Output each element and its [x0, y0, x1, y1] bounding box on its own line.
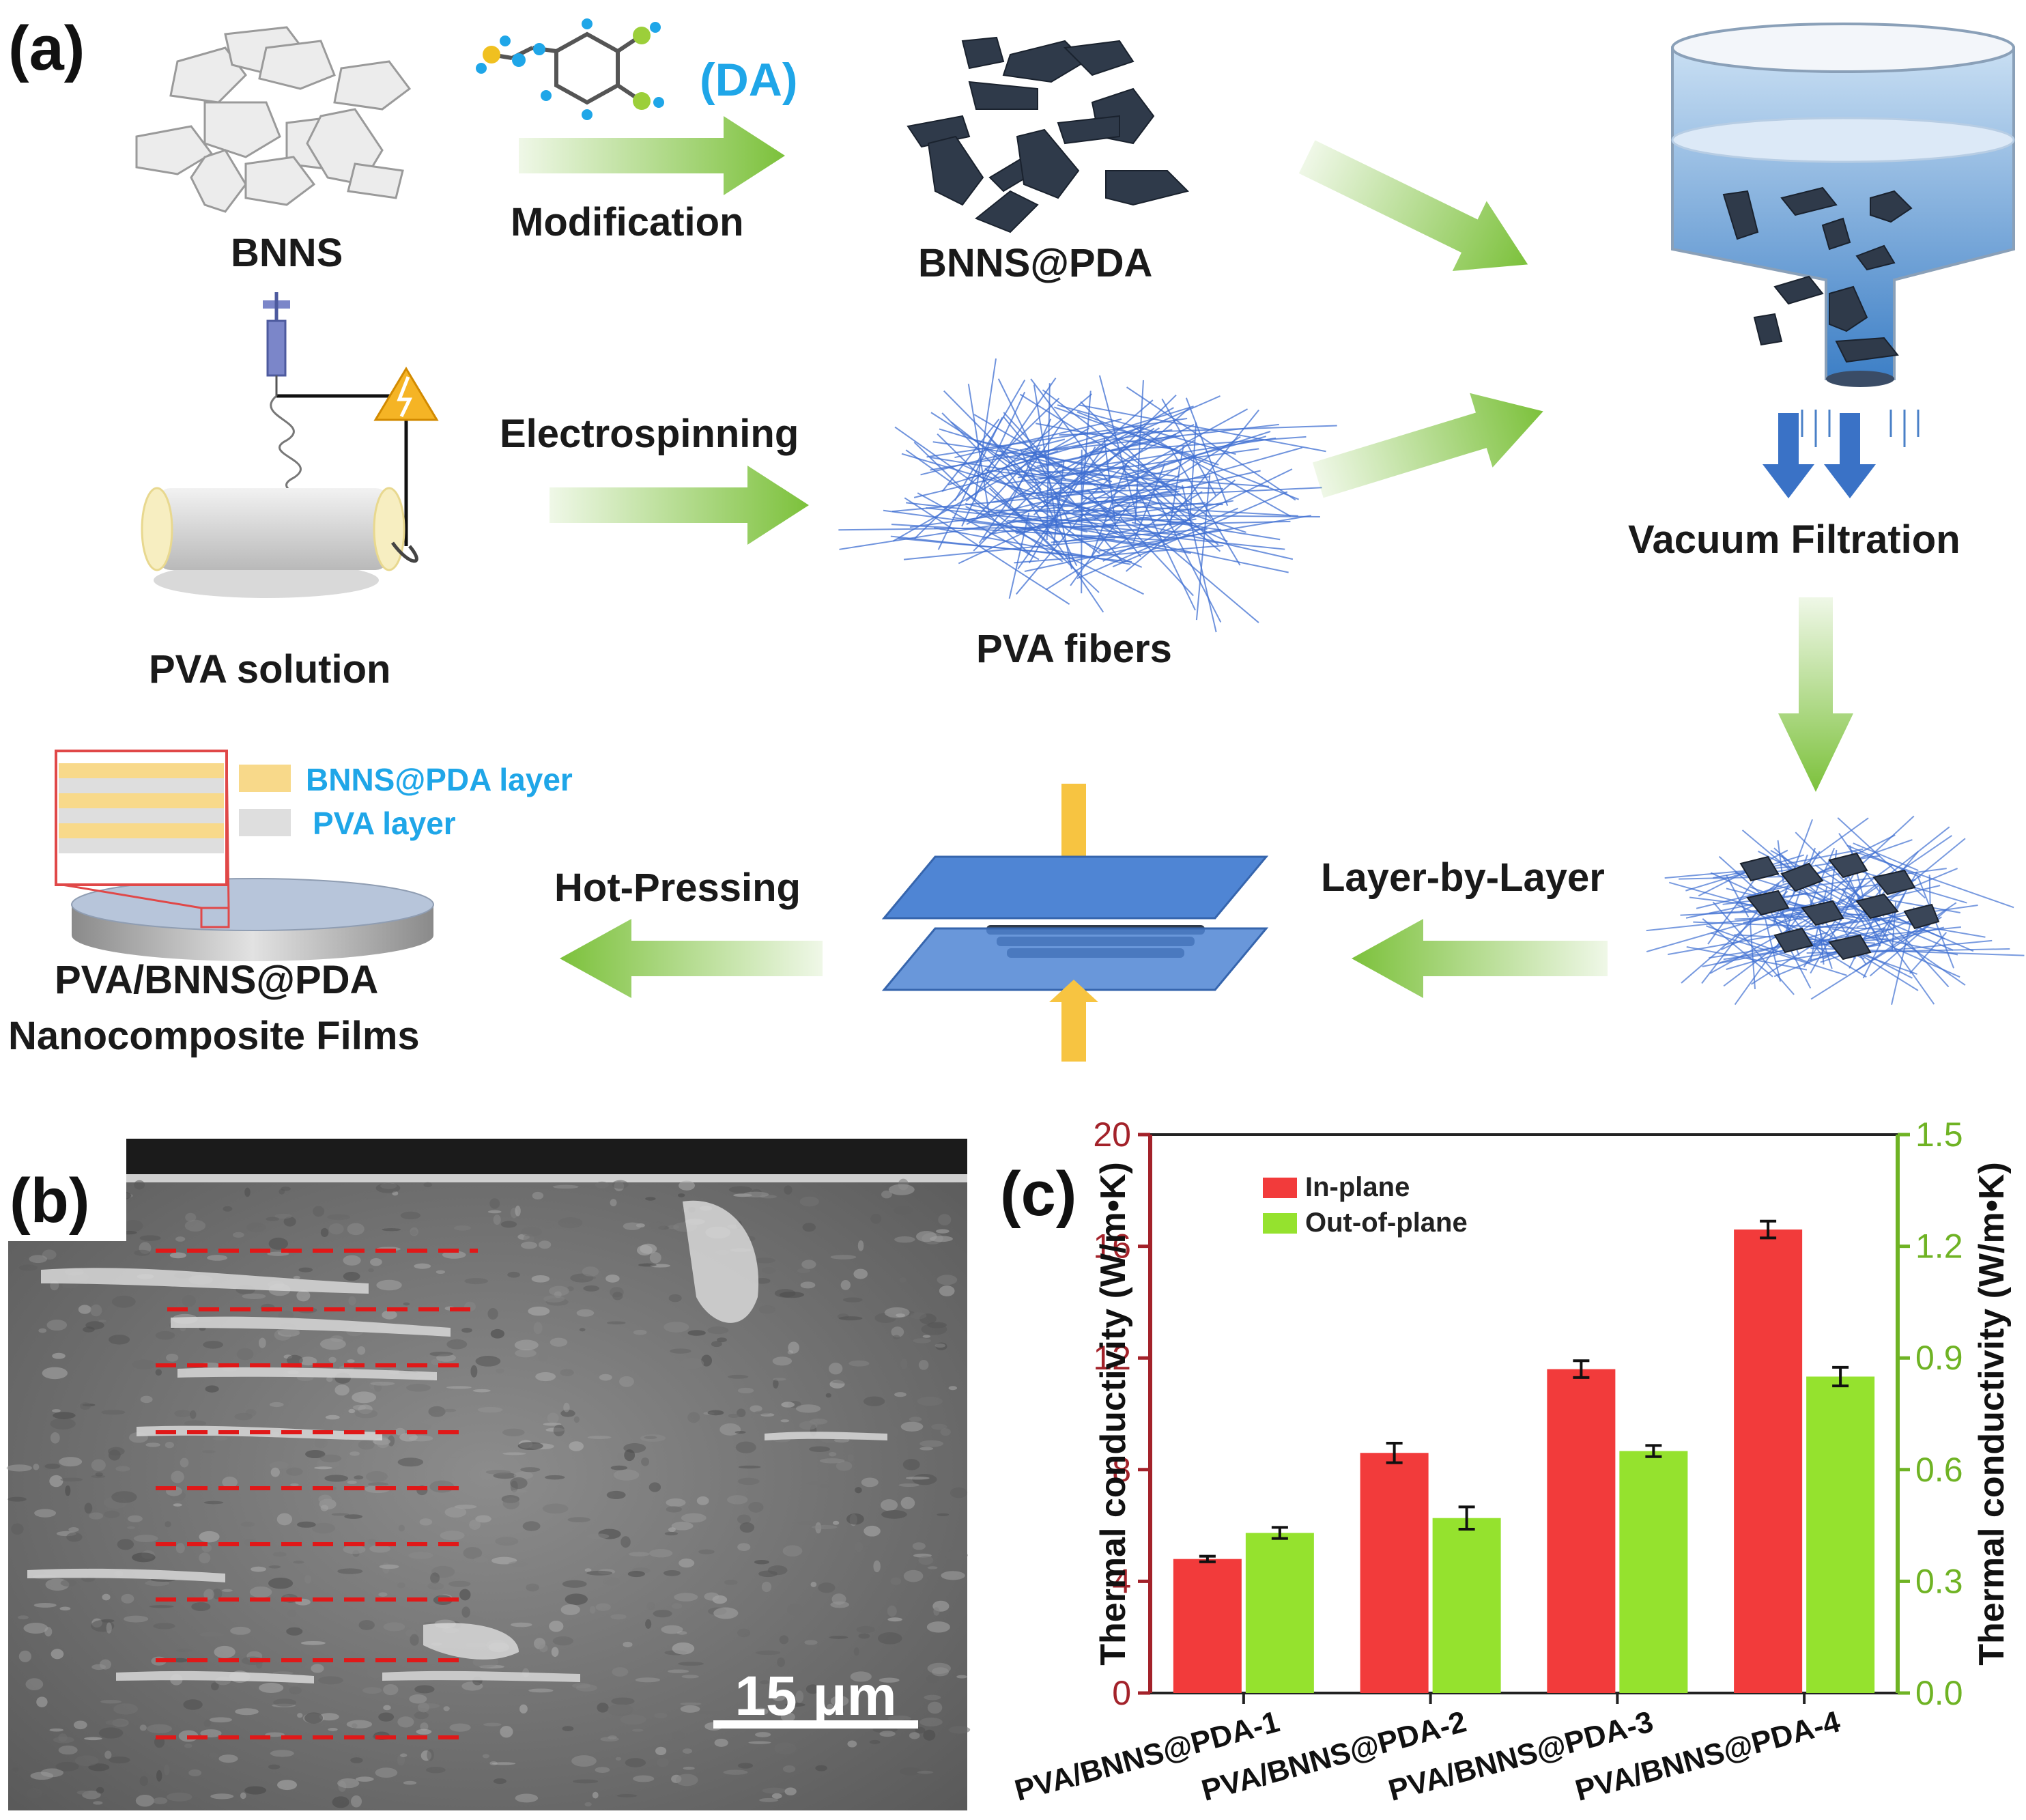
left-axis-tick-label: 12: [1093, 1339, 1131, 1377]
left-axis-tick-label: 4: [1112, 1562, 1131, 1600]
sem-scale-bar: [713, 1720, 918, 1729]
hot-pressing-arrow: [560, 919, 823, 998]
bar-out-of-plane: [1245, 1533, 1314, 1693]
right-axis-tick-label: 0.6: [1915, 1451, 1963, 1489]
fibers-to-filtration-arrow: [1312, 393, 1543, 498]
error-bar: [1645, 1444, 1662, 1458]
bar-out-of-plane: [1619, 1451, 1688, 1693]
sem-scale-bar-label: 15 μm: [734, 1665, 896, 1727]
bar-out-of-plane: [1806, 1376, 1875, 1693]
bnns-label: BNNS: [231, 231, 343, 275]
left-axis-tick-label: 8: [1112, 1451, 1131, 1489]
pva-solution-label: PVA solution: [149, 647, 390, 692]
da-label: (DA): [700, 54, 798, 106]
vacuum-filtration-funnel-illustration: [1671, 23, 2015, 498]
bnns-sheets-illustration: [135, 26, 412, 213]
error-bar: [1386, 1441, 1403, 1464]
legend-pva-layer-label: PVA layer: [313, 806, 456, 841]
legend-bnns-layer-label: BNNS@PDA layer: [306, 762, 573, 797]
pva-fibers-illustration: [838, 358, 1337, 633]
sem-layer-guide-lines: [156, 1249, 478, 1739]
legend-pva-layer-swatch: [239, 809, 291, 836]
left-axis-title: Thermal conductivity (W/m•K): [1094, 1162, 1133, 1666]
sem-image: [6, 1139, 971, 1810]
legend-swatch: [1263, 1213, 1297, 1234]
modification-label: Modification: [511, 200, 744, 244]
legend-swatch: [1263, 1178, 1297, 1198]
film-title-line2: Nanocomposite Films: [8, 1014, 420, 1058]
bar-in-plane: [1173, 1559, 1242, 1693]
pva-fibers-label: PVA fibers: [976, 627, 1172, 671]
panel-label-b: (b): [10, 1166, 89, 1236]
filtration-to-layer-arrow: [1778, 597, 1853, 792]
error-bar: [1199, 1554, 1216, 1563]
hot-press-illustration: [881, 784, 1269, 1062]
layer-stack-flakes: [1739, 852, 1940, 961]
film-title-line1: PVA/BNNS@PDA: [55, 958, 378, 1002]
nanocomposite-film-illustration: [55, 750, 434, 961]
layer-by-layer-label: Layer-by-Layer: [1321, 855, 1605, 900]
dopamine-atoms: [476, 18, 664, 120]
bar-out-of-plane: [1432, 1518, 1501, 1693]
error-bar: [1573, 1359, 1590, 1379]
right-axis-tick-label: 0.3: [1915, 1562, 1963, 1600]
electrospinning-label: Electrospinning: [500, 412, 799, 456]
dopamine-molecule-icon: [491, 31, 640, 105]
error-bar: [1271, 1526, 1288, 1540]
layer-by-layer-arrow: [1352, 919, 1608, 998]
bar-in-plane: [1734, 1229, 1803, 1693]
vacuum-filtration-label: Vacuum Filtration: [1628, 517, 1960, 562]
right-axis-tick-label: 1.5: [1915, 1115, 1963, 1154]
modification-arrow: [519, 116, 785, 195]
electrospinning-arrow: [550, 466, 809, 545]
legend-bnns-layer-swatch: [239, 765, 291, 792]
bar-in-plane: [1360, 1453, 1429, 1693]
right-axis-tick-label: 0.9: [1915, 1339, 1963, 1377]
right-axis-title: Thermal conductivity (W/m•K): [1972, 1162, 2012, 1666]
left-axis-tick-label: 0: [1112, 1674, 1131, 1712]
bnns-pda-label: BNNS@PDA: [918, 241, 1152, 285]
panel-label-c: (c): [1000, 1159, 1076, 1229]
legend-entry-label: In-plane: [1305, 1172, 1410, 1202]
electrospinning-setup-illustration: [141, 292, 439, 598]
left-axis-tick-label: 16: [1093, 1227, 1131, 1266]
error-bar: [1832, 1365, 1849, 1388]
error-bar: [1458, 1505, 1475, 1531]
bar-in-plane: [1547, 1369, 1616, 1693]
left-axis-tick-label: 20: [1093, 1115, 1131, 1154]
legend-entry-label: Out-of-plane: [1305, 1208, 1468, 1238]
panel-label-a: (a): [8, 14, 85, 83]
error-bar: [1760, 1219, 1777, 1240]
right-axis-tick-label: 0.0: [1915, 1674, 1963, 1712]
right-axis-tick-label: 1.2: [1915, 1227, 1963, 1266]
bnns-pda-sheets-illustration: [907, 36, 1189, 233]
hot-pressing-label: Hot-Pressing: [554, 866, 801, 910]
bnns-pda-to-filtration-arrow: [1298, 140, 1528, 272]
